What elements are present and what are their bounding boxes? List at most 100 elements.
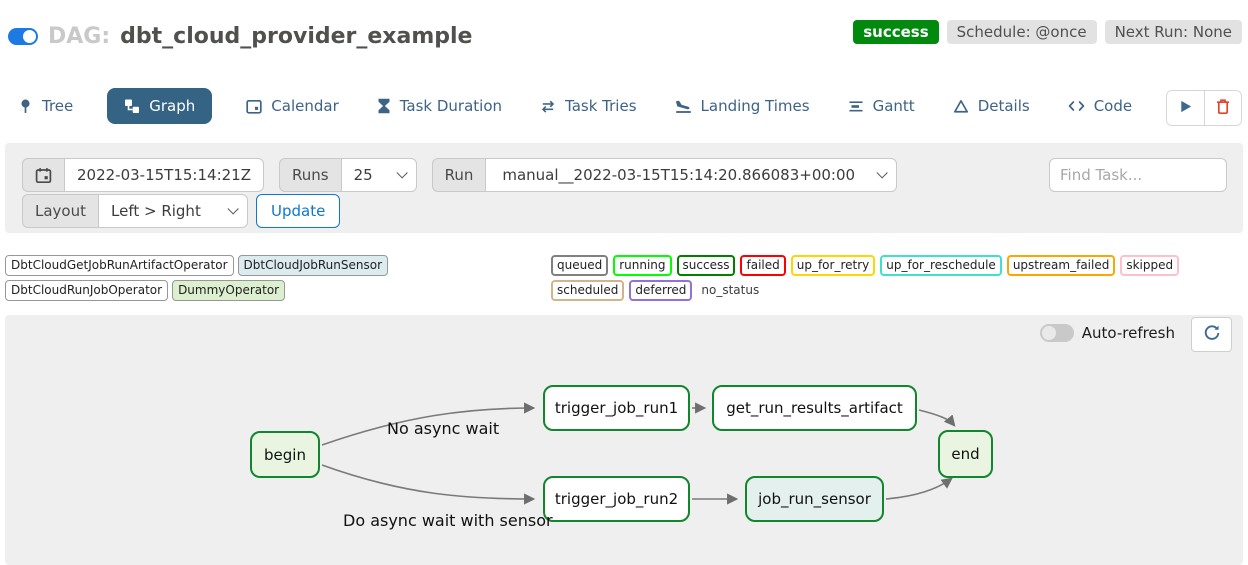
tab-landing-times[interactable]: Landing Times [671, 88, 814, 124]
runs-label: Runs [279, 158, 341, 192]
layout-label: Layout [22, 194, 98, 228]
task-node-trigger_job_run2[interactable]: trigger_job_run2 [543, 476, 690, 522]
refresh-icon [1203, 324, 1221, 345]
tab-label: Graph [149, 97, 196, 115]
tab-task-duration[interactable]: Task Duration [373, 88, 506, 124]
run-select[interactable]: manual__2022-03-15T15:14:20.866083+00:00 [485, 158, 898, 192]
calendar-input-icon[interactable] [22, 158, 64, 192]
task-node-trigger_job_run1[interactable]: trigger_job_run1 [543, 385, 690, 431]
tab-label: Code [1093, 97, 1133, 115]
layout-group: Layout Left > Right [22, 194, 248, 228]
tab-label: Task Duration [399, 97, 503, 115]
edge-begin-run2 [321, 464, 536, 505]
tab-label: Landing Times [700, 97, 810, 115]
chevron-down-icon [227, 203, 239, 215]
code-icon [1068, 99, 1085, 113]
edge-artifact-end [918, 409, 956, 427]
status-badge: success [853, 20, 939, 44]
update-button[interactable]: Update [256, 194, 341, 228]
state-legend-item: scheduled [551, 280, 625, 301]
tab-calendar[interactable]: Calendar [242, 88, 342, 124]
operator-legend-item: DbtCloudGetJobRunArtifactOperator [5, 255, 234, 276]
dag-enabled-toggle[interactable] [8, 28, 38, 45]
task-node-job_run_sensor[interactable]: job_run_sensor [745, 476, 884, 522]
state-legend-item: success [676, 255, 736, 276]
task-node-begin[interactable]: begin [250, 431, 320, 478]
tab-tree[interactable]: Tree [14, 88, 77, 124]
hourglass-icon [377, 98, 391, 114]
find-task-input[interactable] [1049, 158, 1227, 192]
run-selected-value: manual__2022-03-15T15:14:20.866083+00:00 [502, 166, 856, 184]
graph-icon [124, 98, 140, 114]
landing-plane-icon [675, 98, 692, 114]
edge-sensor-end [885, 477, 953, 500]
trigger-dag-button[interactable] [1167, 91, 1204, 125]
tab-task-tries[interactable]: Task Tries [536, 88, 640, 124]
operator-legend-item: DummyOperator [172, 280, 286, 301]
delete-dag-button[interactable] [1204, 91, 1241, 125]
tab-label: Calendar [271, 97, 339, 115]
operator-legend-item: DbtCloudRunJobOperator [5, 280, 169, 301]
chevron-down-icon [876, 167, 889, 179]
run-group: Run manual__2022-03-15T15:14:20.866083+0… [431, 158, 898, 192]
gantt-icon [848, 99, 864, 114]
state-legend-item: queued [551, 255, 609, 276]
state-legend-item: no_status [701, 283, 760, 297]
task-node-get_run_results_artifact[interactable]: get_run_results_artifact [712, 385, 917, 431]
tab-details[interactable]: Details [949, 88, 1034, 124]
auto-refresh-label: Auto-refresh [1081, 324, 1175, 342]
toggle-knob [1041, 326, 1056, 340]
header: DAG: dbt_cloud_provider_example [8, 24, 472, 49]
dag-edges [321, 402, 956, 505]
filter-panel: Runs 25 Run manual__2022-03-15T15:14:20.… [5, 143, 1243, 233]
dag-actions [1166, 90, 1242, 126]
play-icon [1178, 99, 1193, 117]
page-title: dbt_cloud_provider_example [120, 24, 473, 49]
state-legend-item: running [613, 255, 672, 276]
tab-code[interactable]: Code [1064, 88, 1136, 124]
refresh-button[interactable] [1191, 317, 1232, 352]
execution-date-input[interactable] [64, 158, 264, 192]
trash-icon [1215, 98, 1231, 118]
state-legend-item: deferred [629, 280, 693, 301]
task-node-end[interactable]: end [938, 430, 993, 478]
tab-graph[interactable]: Graph [107, 88, 213, 124]
chevron-down-icon [396, 167, 408, 179]
layout-select[interactable]: Left > Right [98, 194, 248, 228]
triangle-icon [953, 99, 969, 114]
edge-label: No async wait [387, 419, 500, 438]
layout-selected-value: Left > Right [111, 202, 201, 220]
state-legend-item: upstream_failed [1006, 255, 1116, 276]
state-legend-item: failed [740, 255, 786, 276]
next-run-badge: Next Run: None [1104, 20, 1242, 44]
tab-label: Tree [42, 97, 74, 115]
auto-refresh-toggle[interactable] [1039, 324, 1074, 342]
view-tabs: Tree Graph Calendar Task Duration Task Tries… [14, 88, 1136, 124]
calendar-icon [246, 98, 262, 114]
auto-refresh-control: Auto-refresh [1039, 324, 1175, 342]
runs-select[interactable]: 25 [340, 158, 417, 192]
operator-legend-item: DbtCloudJobRunSensor [237, 255, 388, 276]
state-legend-item: skipped [1120, 255, 1180, 276]
tab-label: Details [977, 97, 1030, 115]
run-label: Run [431, 158, 486, 192]
dag-prefix-label: DAG: [48, 24, 111, 49]
runs-selected-value: 25 [353, 166, 373, 184]
graph-panel: Auto-refresh begin trigger_job_run1 get_ru… [5, 315, 1243, 565]
tab-gantt[interactable]: Gantt [844, 88, 919, 124]
execution-date-group [22, 158, 264, 192]
tab-label: Gantt [872, 97, 915, 115]
schedule-badge: Schedule: @once [946, 20, 1097, 44]
pin-icon [18, 98, 33, 114]
edge-begin-run1 [321, 402, 536, 446]
runs-group: Runs 25 [279, 158, 417, 192]
header-badges: success Schedule: @once Next Run: None [853, 20, 1242, 44]
toggle-knob [23, 30, 36, 43]
edge-label: Do async wait with sensor [343, 511, 553, 530]
repeat-icon [540, 99, 556, 114]
state-legend-item: up_for_retry [790, 255, 876, 276]
state-legend-item: up_for_reschedule [880, 255, 1002, 276]
